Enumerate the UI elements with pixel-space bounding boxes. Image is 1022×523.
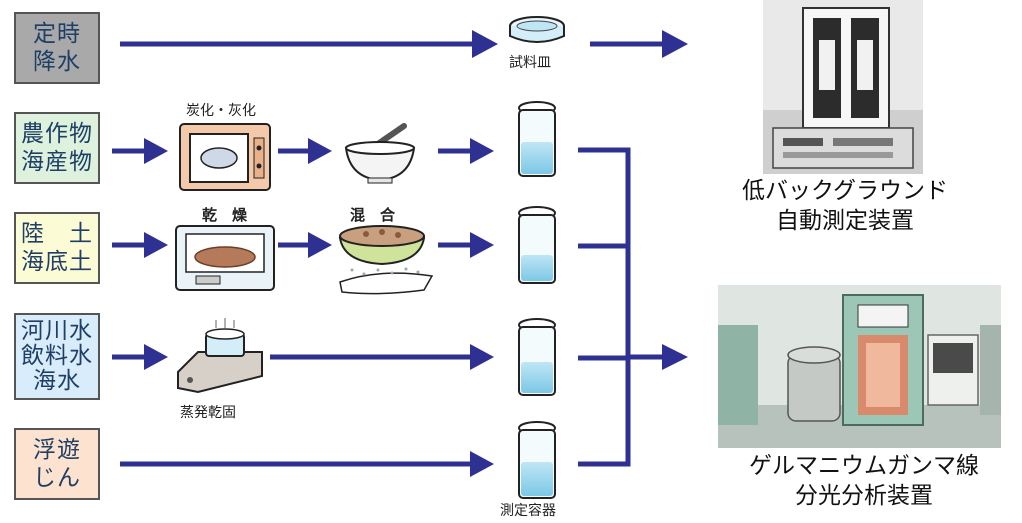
label-carbonize: 炭化・灰化 xyxy=(186,103,256,119)
mortar-icon xyxy=(344,123,416,184)
container-icon xyxy=(518,206,556,284)
container-icon xyxy=(518,101,556,177)
arrow-mixer-to-container xyxy=(438,232,494,258)
hotplate-icon xyxy=(177,318,263,394)
arrow-soil-to-dryer xyxy=(112,232,168,258)
arrow-dish-to-lowbg xyxy=(590,30,688,58)
sample-box-agri-marine: 農作物 海産物 xyxy=(14,112,100,184)
label-dry: 乾 燥 xyxy=(202,206,248,224)
sample-box-precipitation: 定時 降水 xyxy=(14,12,100,84)
sample-box-airborne-dust: 浮遊 じん xyxy=(14,428,100,500)
germanium-spectrometer-photo xyxy=(718,285,1001,448)
container-icon xyxy=(518,318,556,396)
collector-bracket xyxy=(578,147,631,467)
germanium-spectrometer-label: ゲルマニウムガンマ線 分光分析装置 xyxy=(749,453,979,509)
low-background-counter-photo xyxy=(763,0,923,174)
sample-dish-icon xyxy=(509,16,565,43)
dryer-icon xyxy=(175,225,275,291)
arrow-mortar-to-container xyxy=(438,138,494,164)
arrow-dust-to-container xyxy=(120,451,494,477)
furnace-icon xyxy=(179,123,271,191)
label-evaporate: 蒸発乾固 xyxy=(180,405,236,421)
arrow-precipitation-to-dish xyxy=(120,30,498,58)
arrow-dryer-to-mixer xyxy=(278,232,332,258)
label-dish: 試料皿 xyxy=(509,55,551,71)
label-container: 測定容器 xyxy=(500,503,556,519)
arrow-hotplate-to-container xyxy=(270,344,494,370)
sample-box-water: 河川水 飲料水 海水 xyxy=(14,313,100,400)
label-mix: 混 合 xyxy=(350,206,396,224)
arrow-water-to-hotplate xyxy=(112,344,168,370)
arrow-furnace-to-mortar xyxy=(278,138,332,164)
arrow-agri-to-furnace xyxy=(112,138,168,164)
mixing-bowl-icon xyxy=(338,225,434,295)
low-background-counter-label: 低バックグラウンド 自動測定装置 xyxy=(741,178,949,234)
sample-box-soil: 陸 土 海底土 xyxy=(14,212,100,284)
arrow-to-germanium xyxy=(628,344,688,370)
container-icon xyxy=(518,421,556,499)
